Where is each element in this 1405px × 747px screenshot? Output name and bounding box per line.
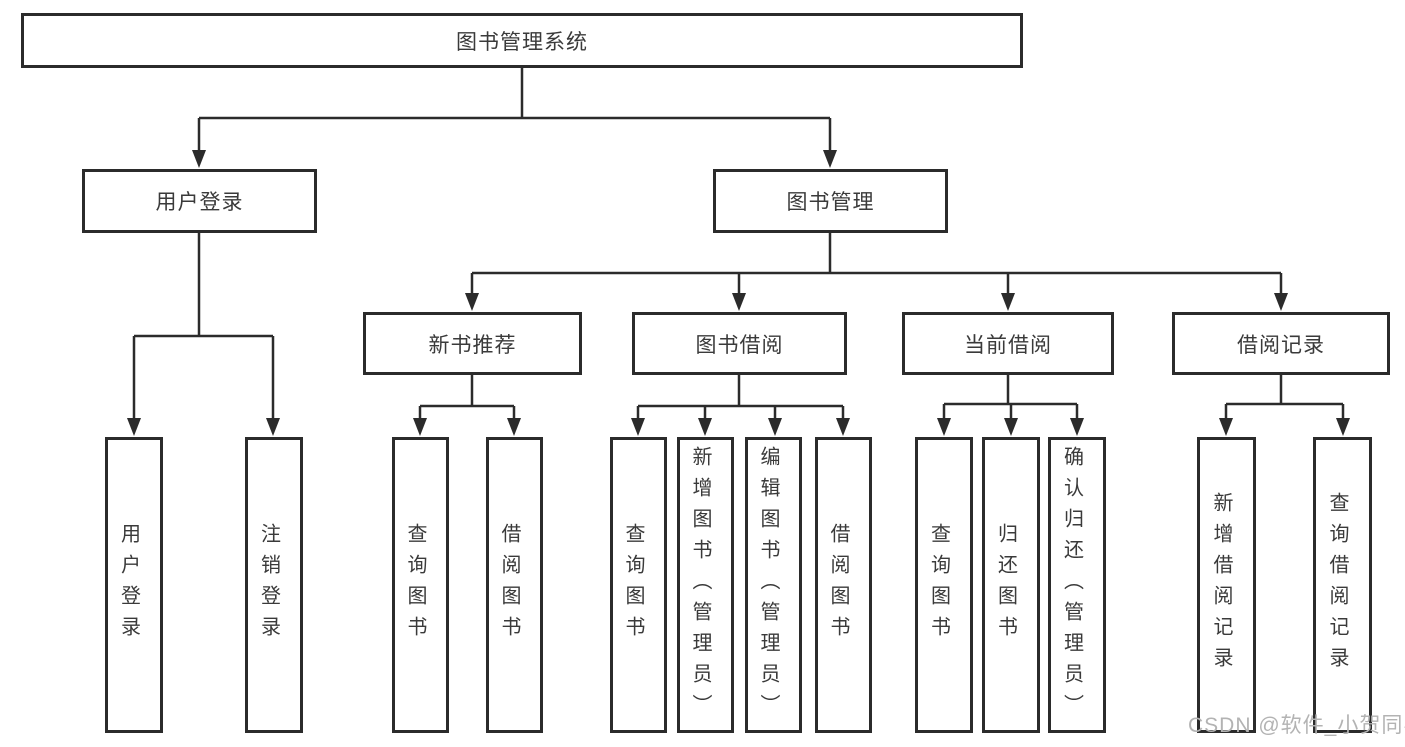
- node-user-login-branch: 用户登录: [82, 169, 317, 233]
- node-new-book-recommend: 新书推荐: [363, 312, 582, 375]
- arrowhead-icon: [413, 418, 427, 436]
- arrowhead-icon: [698, 418, 712, 436]
- leaf-label: 归还图书: [994, 523, 1017, 647]
- leaf-label: 查询图书: [622, 523, 644, 647]
- arrowhead-icon: [192, 150, 206, 168]
- arrowhead-icon: [1274, 293, 1288, 311]
- leaf-label: 用户登录: [117, 523, 140, 647]
- arrowhead-icon: [1004, 418, 1018, 436]
- leaf-label: 查询借阅记录: [1326, 492, 1348, 678]
- node-book-management-branch: 图书管理: [713, 169, 948, 233]
- node-current-borrow: 当前借阅: [902, 312, 1114, 375]
- arrowhead-icon: [631, 418, 645, 436]
- arrowhead-icon: [937, 418, 951, 436]
- leaf-borrow-books-recommend: 借阅图书: [486, 437, 543, 733]
- leaf-logout: 注销登录: [245, 437, 303, 733]
- leaf-label: 借阅图书: [498, 523, 520, 647]
- leaf-query-books-current: 查询图书: [915, 437, 973, 733]
- arrowhead-icon: [1219, 418, 1233, 436]
- arrowhead-icon: [507, 418, 521, 436]
- arrowhead-icon: [266, 418, 280, 436]
- arrowhead-icon: [1336, 418, 1350, 436]
- leaf-borrow-books: 借阅图书: [815, 437, 872, 733]
- leaf-label: 查询图书: [927, 523, 950, 647]
- leaf-add-books-admin: 新增图书（管理员）: [677, 437, 734, 733]
- arrowhead-icon: [823, 150, 837, 168]
- leaf-add-borrow-record: 新增借阅记录: [1197, 437, 1256, 733]
- leaf-query-books-borrow: 查询图书: [610, 437, 667, 733]
- arrowhead-icon: [1070, 418, 1084, 436]
- leaf-query-borrow-record: 查询借阅记录: [1313, 437, 1372, 733]
- leaf-label: 编辑图书（管理员）: [757, 445, 779, 725]
- leaf-label: 新增借阅记录: [1210, 492, 1232, 678]
- leaf-query-books-recommend: 查询图书: [392, 437, 449, 733]
- leaf-label: 新增图书（管理员）: [689, 445, 711, 725]
- arrowhead-icon: [768, 418, 782, 436]
- arrowhead-icon: [465, 293, 479, 311]
- leaf-label: 注销登录: [257, 523, 280, 647]
- csdn-watermark: CSDN @软件_小贺同学: [1188, 714, 1405, 737]
- node-borrow-record: 借阅记录: [1172, 312, 1390, 375]
- leaf-edit-books-admin: 编辑图书（管理员）: [745, 437, 802, 733]
- leaf-confirm-return-admin: 确认归还（管理员）: [1048, 437, 1106, 733]
- node-book-borrow: 图书借阅: [632, 312, 847, 375]
- arrowhead-icon: [836, 418, 850, 436]
- leaf-return-books: 归还图书: [982, 437, 1040, 733]
- arrowhead-icon: [127, 418, 141, 436]
- node-root-library-system: 图书管理系统: [21, 13, 1023, 68]
- arrowhead-icon: [732, 293, 746, 311]
- leaf-label: 借阅图书: [827, 523, 849, 647]
- leaf-user-login: 用户登录: [105, 437, 163, 733]
- leaf-label: 查询图书: [404, 523, 426, 647]
- leaf-label: 确认归还（管理员）: [1060, 445, 1083, 725]
- arrowhead-icon: [1001, 293, 1015, 311]
